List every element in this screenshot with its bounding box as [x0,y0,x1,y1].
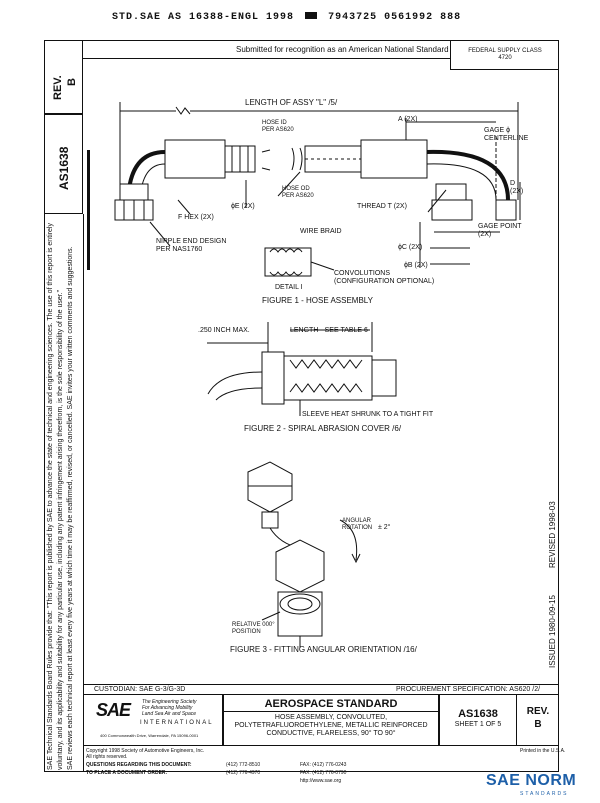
fig1-thread-label: THREAD T (2X) [357,203,407,210]
fax-1: FAX: (412) 776-0243 [300,762,347,768]
fax-2: FAX: (412) 776-0790 [300,770,347,776]
federal-supply-box [450,40,559,70]
order-label: TO PLACE A DOCUMENT ORDER: [86,770,168,776]
website: http://www.sae.org [300,778,342,784]
fig1-a2x-label: A (2X) [398,116,418,123]
standard-heading: AEROSPACE STANDARD [264,698,398,710]
title-rev-value: B [534,719,542,730]
fig1-c2x-label: ϕC (2X) [398,244,423,251]
sae-logo: SAE [96,700,131,720]
copyright: Copyright 1998 Society of Automotive Eng… [86,748,205,760]
sheet-number: SHEET 1 OF 5 [454,721,502,728]
fig2-caption: FIGURE 2 - SPIRAL ABRASION COVER /6/ [244,424,402,433]
fig1-b2x-label: ϕB (2X) [404,262,428,269]
standard-heading-rule [223,711,439,712]
submitted-note: Submitted for recognition as an American… [236,45,449,54]
fig1-convolutions-label: CONVOLUTIONS (CONFIGURATION OPTIONAL) [334,270,435,285]
sae-address: 400 Commonwealth Drive, Warrendale, PA 1… [100,733,199,738]
fig1-gage-centerline-label: GAGE ϕ CENTERLINE [484,127,529,142]
fig3-tolerance: ± 2° [378,524,391,531]
standard-box [223,694,439,746]
fig1-nipple-label: NIPPLE END DESIGN PER NAS1760 [156,238,227,253]
fig1-length-label: LENGTH OF ASSY "L" /5/ [245,98,338,107]
fig1-hose-od-label: HOSE OD PER AS620 [282,186,314,199]
sae-norm-sub: STANDARDS [520,791,569,797]
fig1-fhex-label: F HEX (2X) [178,214,214,221]
side-bar [87,150,90,270]
docid-box [44,114,83,214]
header-rule [83,58,450,59]
document-title: HOSE ASSEMBLY, CONVOLUTED, POLYTETRAFLUO… [234,714,428,737]
procurement-spec: PROCUREMENT SPECIFICATION: AS620 /2/ [396,686,541,693]
title-rev-label: REV. [526,706,550,717]
fig1-detail-label: DETAIL I [275,284,303,291]
fig2-max-label: .250 INCH MAX. [198,327,250,334]
sae-logo-box [83,694,223,746]
printed-in: Printed in the U.S.A. [520,748,566,754]
doc-line: STD.SAE AS 16388-ENGL 1998 [112,12,295,23]
fig1-wire-braid-label: WIRE BRAID [300,228,342,235]
phone-1: (412) 772-8510 [226,762,261,768]
doc-id-box [439,694,517,746]
fig1-e2x-label: ϕE (2X) [231,203,255,210]
phone-2: (412) 776-4970 [226,770,261,776]
fig1-d2x-label: D (2X) [510,180,524,195]
title-doc-id: AS1638 [458,708,498,720]
fig3-angular-label: ANGULAR ROTATION [342,518,373,531]
sheet-frame [44,40,559,772]
custodian: CUSTODIAN: SAE G-3/G-3D [94,686,186,693]
barcode-block [305,12,318,19]
side-divider [83,214,84,772]
questions-label: QUESTIONS REGARDING THIS DOCUMENT: [86,762,192,768]
document-header-line: STD.SAE AS 16388-ENGL 1998 7943725 05619… [112,12,461,23]
sae-international: INTERNATIONAL [140,720,214,726]
federal-supply-label: FEDERAL SUPPLY CLASS 4720 [452,48,558,62]
fig2-length-label: LENGTH - SEE TABLE 6 [290,327,368,334]
sae-norm-logo: SAE NORM [486,772,576,790]
fig1-caption: FIGURE 1 - HOSE ASSEMBLY [262,296,373,305]
rev-box [44,40,83,114]
sae-tagline: The Engineering Society For Advancing Mo… [142,699,197,717]
fig3-relative-label: RELATIVE 000° POSITION [232,622,275,635]
fig1-gage-point-label: GAGE POINT (2X) [478,223,522,238]
fig2-sleeve-label: SLEEVE HEAT SHRUNK TO A TIGHT FIT [302,411,434,418]
fig3-caption: FIGURE 3 - FITTING ANGULAR ORIENTATION /… [230,645,417,654]
fig1-hose-id-label: HOSE ID PER AS620 [262,120,294,133]
sae-norm-text: SAE NORM [486,772,577,789]
barcode-number: 7943725 0561992 888 [328,12,462,23]
federal-supply-value: 4720 [498,55,512,61]
